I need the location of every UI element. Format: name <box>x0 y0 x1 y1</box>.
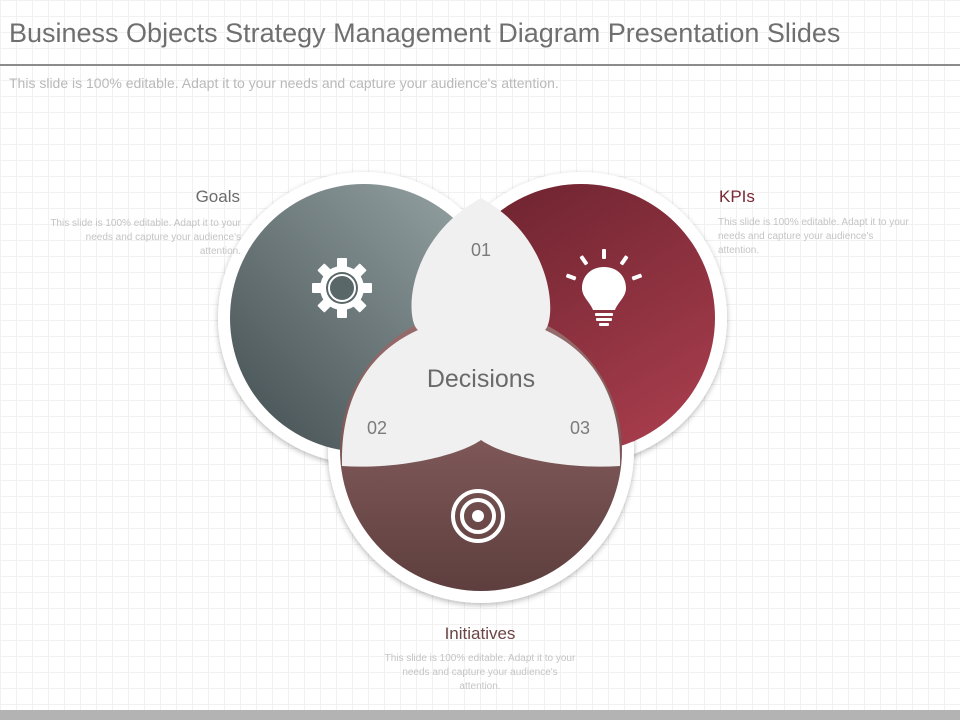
segment-number-03: 03 <box>570 418 590 438</box>
segment-number-01: 01 <box>471 240 491 260</box>
kpis-description: This slide is 100% editable. Adapt it to… <box>718 217 909 256</box>
page-title: Business Objects Strategy Management Dia… <box>9 18 841 48</box>
goals-description: This slide is 100% editable. Adapt it to… <box>50 218 241 257</box>
lightbulb-icon <box>566 249 642 326</box>
title-divider <box>0 64 960 66</box>
footer-bar <box>0 710 960 720</box>
initiatives-title: Initiatives <box>444 624 516 643</box>
goals-title: Goals <box>195 187 240 206</box>
kpis-title: KPIs <box>719 187 755 206</box>
target-icon <box>451 489 505 543</box>
initiatives-description: This slide is 100% editable. Adapt it to… <box>384 653 576 692</box>
decisions-overlap-region <box>341 198 621 467</box>
center-label: Decisions <box>427 365 535 393</box>
segment-number-02: 02 <box>367 418 387 438</box>
gear-icon <box>312 258 372 318</box>
page-subtitle: This slide is 100% editable. Adapt it to… <box>9 75 559 91</box>
